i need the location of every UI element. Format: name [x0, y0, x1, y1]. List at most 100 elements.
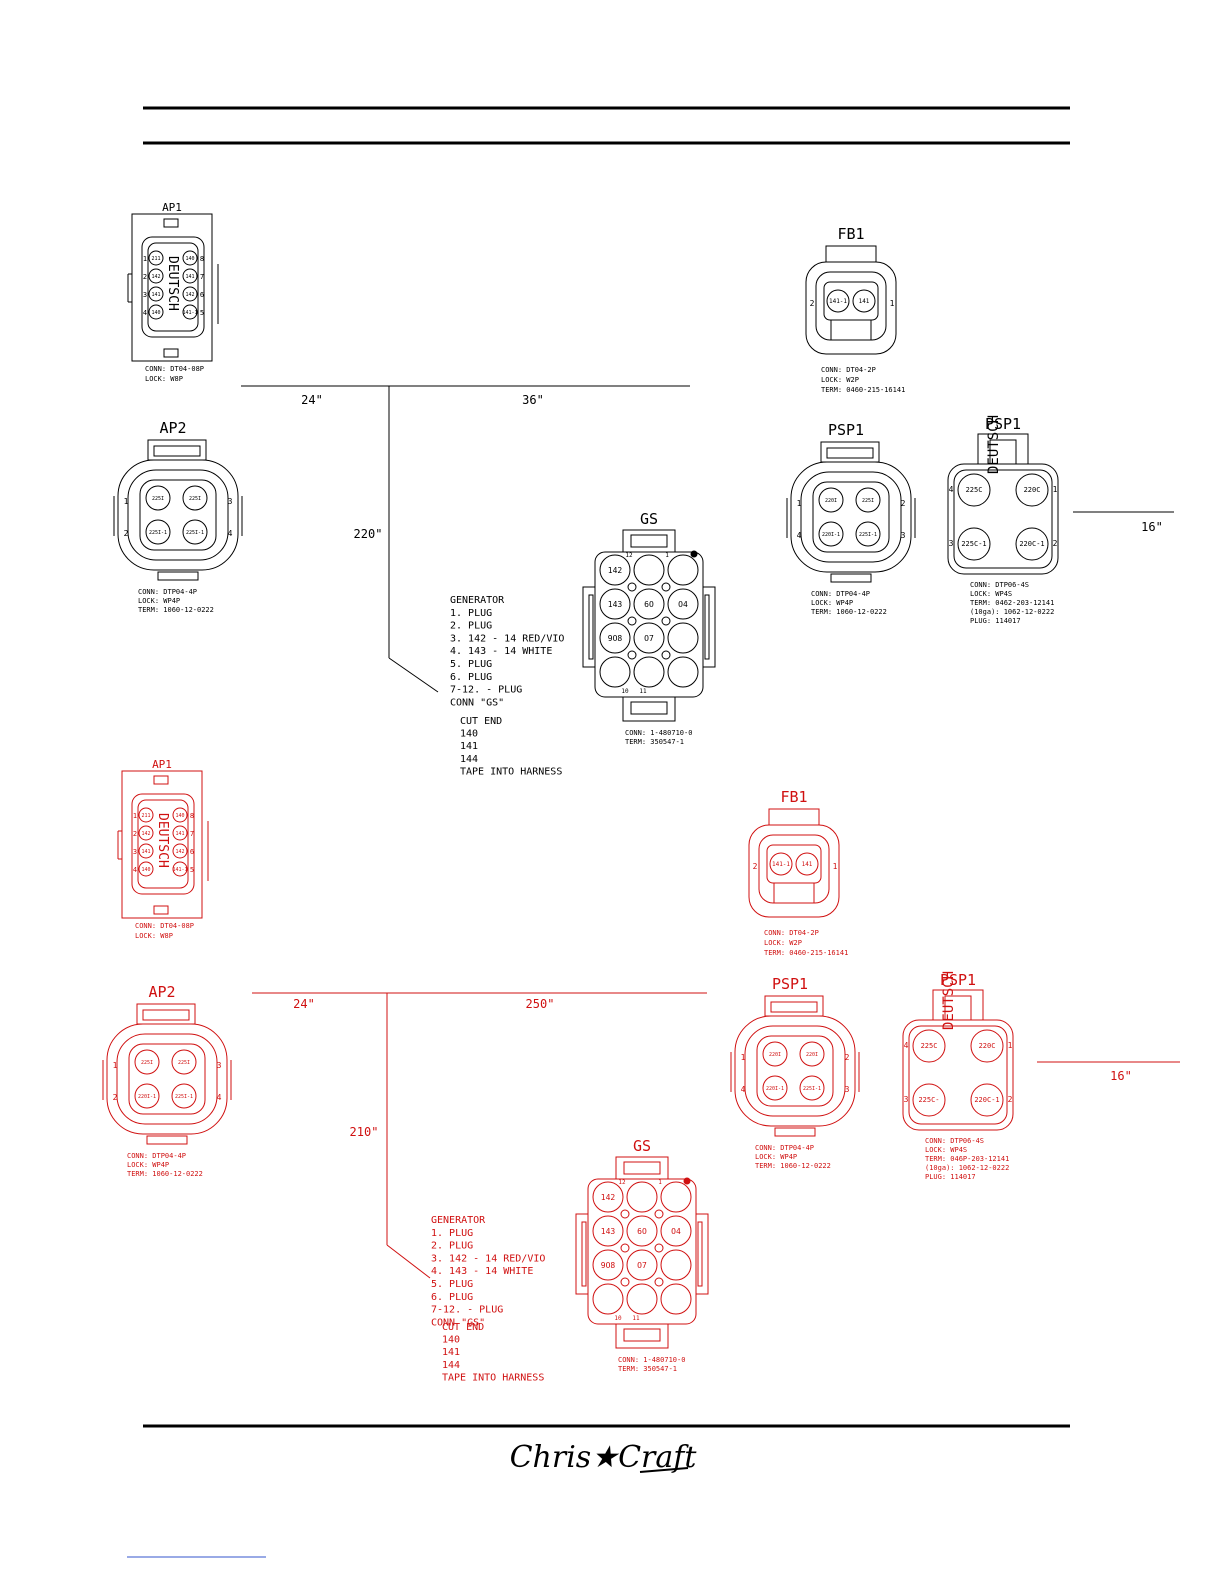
- connector-ap2-pin-label: 225I: [152, 496, 164, 502]
- connector-ap2-base-tab: [146, 1135, 188, 1145]
- gs-corner-number: 12: [625, 552, 633, 559]
- gs-corner-number: 10: [614, 1315, 622, 1322]
- connector-psp1-pin-label: 220I: [825, 498, 837, 504]
- dimension-label: 16": [1110, 1069, 1132, 1083]
- ap1-side-number: 3: [143, 291, 147, 299]
- connector-ap2-pin: [134, 1083, 160, 1109]
- gs-small-hole: [661, 616, 671, 626]
- psp1b-pin-label: 220C-1: [974, 1096, 999, 1104]
- ap1-latch-top: [153, 775, 169, 785]
- fb1-term: TERM: 0460-215-16141: [821, 386, 905, 394]
- connector-ap2-pin: [171, 1083, 197, 1109]
- fb1-term: TERM: 0460-215-16141: [764, 949, 848, 957]
- connector-ap2-side-number: 2: [113, 1093, 118, 1102]
- psp1b-title: PSP1: [940, 971, 976, 989]
- psp1b-inner: [953, 469, 1053, 569]
- gs-pin: [633, 588, 665, 620]
- harness-leader-line: [388, 657, 439, 693]
- ap1-housing: [121, 770, 203, 919]
- ap1-pin: [148, 304, 164, 320]
- ap1-side-number: 4: [133, 866, 137, 874]
- connector-psp1-pin: [855, 521, 881, 547]
- ap1-side-number: 2: [133, 830, 137, 838]
- connector-psp1-side-number: 3: [845, 1085, 850, 1094]
- connector-ap2-side-number: 3: [217, 1061, 222, 1070]
- psp1b-lock: LOCK: WP4S: [970, 590, 1012, 598]
- gs-term: TERM: 350547-1: [625, 738, 684, 746]
- gs-small-hole: [654, 1209, 664, 1219]
- psp1b-side-number: 3: [949, 539, 954, 548]
- fb1-base-block: [830, 319, 872, 341]
- gs-small-hole: [661, 582, 671, 592]
- cut-end-note-line: TAPE INTO HARNESS: [460, 766, 562, 777]
- gs-small-hole: [620, 1277, 630, 1287]
- connector-ap2-lock: LOCK: WP4P: [127, 1161, 169, 1169]
- gs-corner-number: 11: [639, 688, 647, 695]
- connector-psp1-pin-label: 225I: [862, 498, 874, 504]
- fb1-pin: [852, 289, 876, 313]
- dimension-label: 24": [301, 393, 323, 407]
- psp1b-pin-label: 220C: [1024, 486, 1041, 494]
- cut-end-note-line: 140: [442, 1335, 460, 1346]
- fb1-latch: [768, 808, 820, 826]
- connector-psp1-latch-inner: [826, 447, 874, 459]
- connector-psp1-side-number: 1: [741, 1053, 746, 1062]
- connector-ap2-outer: [117, 459, 239, 571]
- gs-small-hole: [627, 616, 637, 626]
- generator-note-line: CONN "GS": [450, 697, 504, 708]
- gs-pin-label: 6O: [644, 600, 654, 609]
- connector-ap2-pin-label: 225I: [189, 496, 201, 502]
- gs-small-hole: [620, 1209, 630, 1219]
- ap1-side-number: 1: [133, 812, 137, 820]
- psp1b-side-number: 4: [949, 485, 954, 494]
- connector-ap2-pin: [145, 519, 171, 545]
- connector-psp1-side-number: 2: [845, 1053, 850, 1062]
- psp1b-lock: LOCK: WP4S: [925, 1146, 967, 1154]
- connector-ap2-pin: [134, 1049, 160, 1075]
- gs-pin-label: O7: [637, 1261, 647, 1270]
- ap1-pin: [172, 807, 188, 823]
- psp1b-pin: [970, 1083, 1004, 1117]
- connector-psp1-mid: [800, 471, 902, 563]
- psp1b-side-number: 1: [1053, 485, 1058, 494]
- psp1b-term: TERM: 0462-203-12141: [970, 599, 1054, 607]
- ap1-pin-label: 211: [141, 813, 150, 819]
- connector-psp1-pin-label: 220I: [769, 1052, 781, 1058]
- gs-pin: [660, 1181, 692, 1213]
- connector-ap2-outer: [106, 1023, 228, 1135]
- gs-pin: [633, 554, 665, 586]
- connector-psp1-side-number: 1: [797, 499, 802, 508]
- gs-pin-label: O4: [678, 600, 688, 609]
- fb1-pin-label: 141: [802, 861, 813, 868]
- ap1-lock: LOCK: W8P: [145, 375, 183, 383]
- fb1-title: FB1: [780, 788, 807, 806]
- ap1-pin: [138, 825, 154, 841]
- connector-ap2-side-number: 4: [228, 529, 233, 538]
- connector-psp1-title: PSP1: [772, 975, 808, 993]
- ap1-side-number: 8: [200, 255, 204, 263]
- gs-side-left-inner: [581, 1221, 587, 1287]
- connector-psp1-pin: [799, 1041, 825, 1067]
- connector-psp1-title: PSP1: [828, 421, 864, 439]
- fb1-base-block: [773, 882, 815, 904]
- connector-psp1-pin-label: 220I: [806, 1052, 818, 1058]
- ap1-insert: [131, 793, 195, 895]
- psp1b-conn: CONN: DTP06-4S: [925, 1137, 984, 1145]
- connector-ap2-term: TERM: 1060-12-0222: [138, 606, 214, 614]
- footer-logo-underline: [639, 1467, 689, 1473]
- cut-end-note-line: 141: [442, 1347, 460, 1358]
- ap1-brand-deutsch: DEUTSCH: [155, 813, 170, 868]
- connector-ap2-pin-label: 225I-1: [149, 530, 167, 536]
- harness-leader-line: [386, 1244, 431, 1279]
- gs-pin: [592, 1181, 624, 1213]
- generator-note-line: 7-12. - PLUG: [431, 1305, 503, 1316]
- connector-ap2-pin-label: 225I: [141, 1060, 153, 1066]
- connector-ap2-title: AP2: [159, 419, 186, 437]
- gs-pin: [626, 1215, 658, 1247]
- gs-pin: [599, 554, 631, 586]
- dimension-label: 250": [526, 997, 555, 1011]
- connector-psp1-outer: [790, 461, 912, 573]
